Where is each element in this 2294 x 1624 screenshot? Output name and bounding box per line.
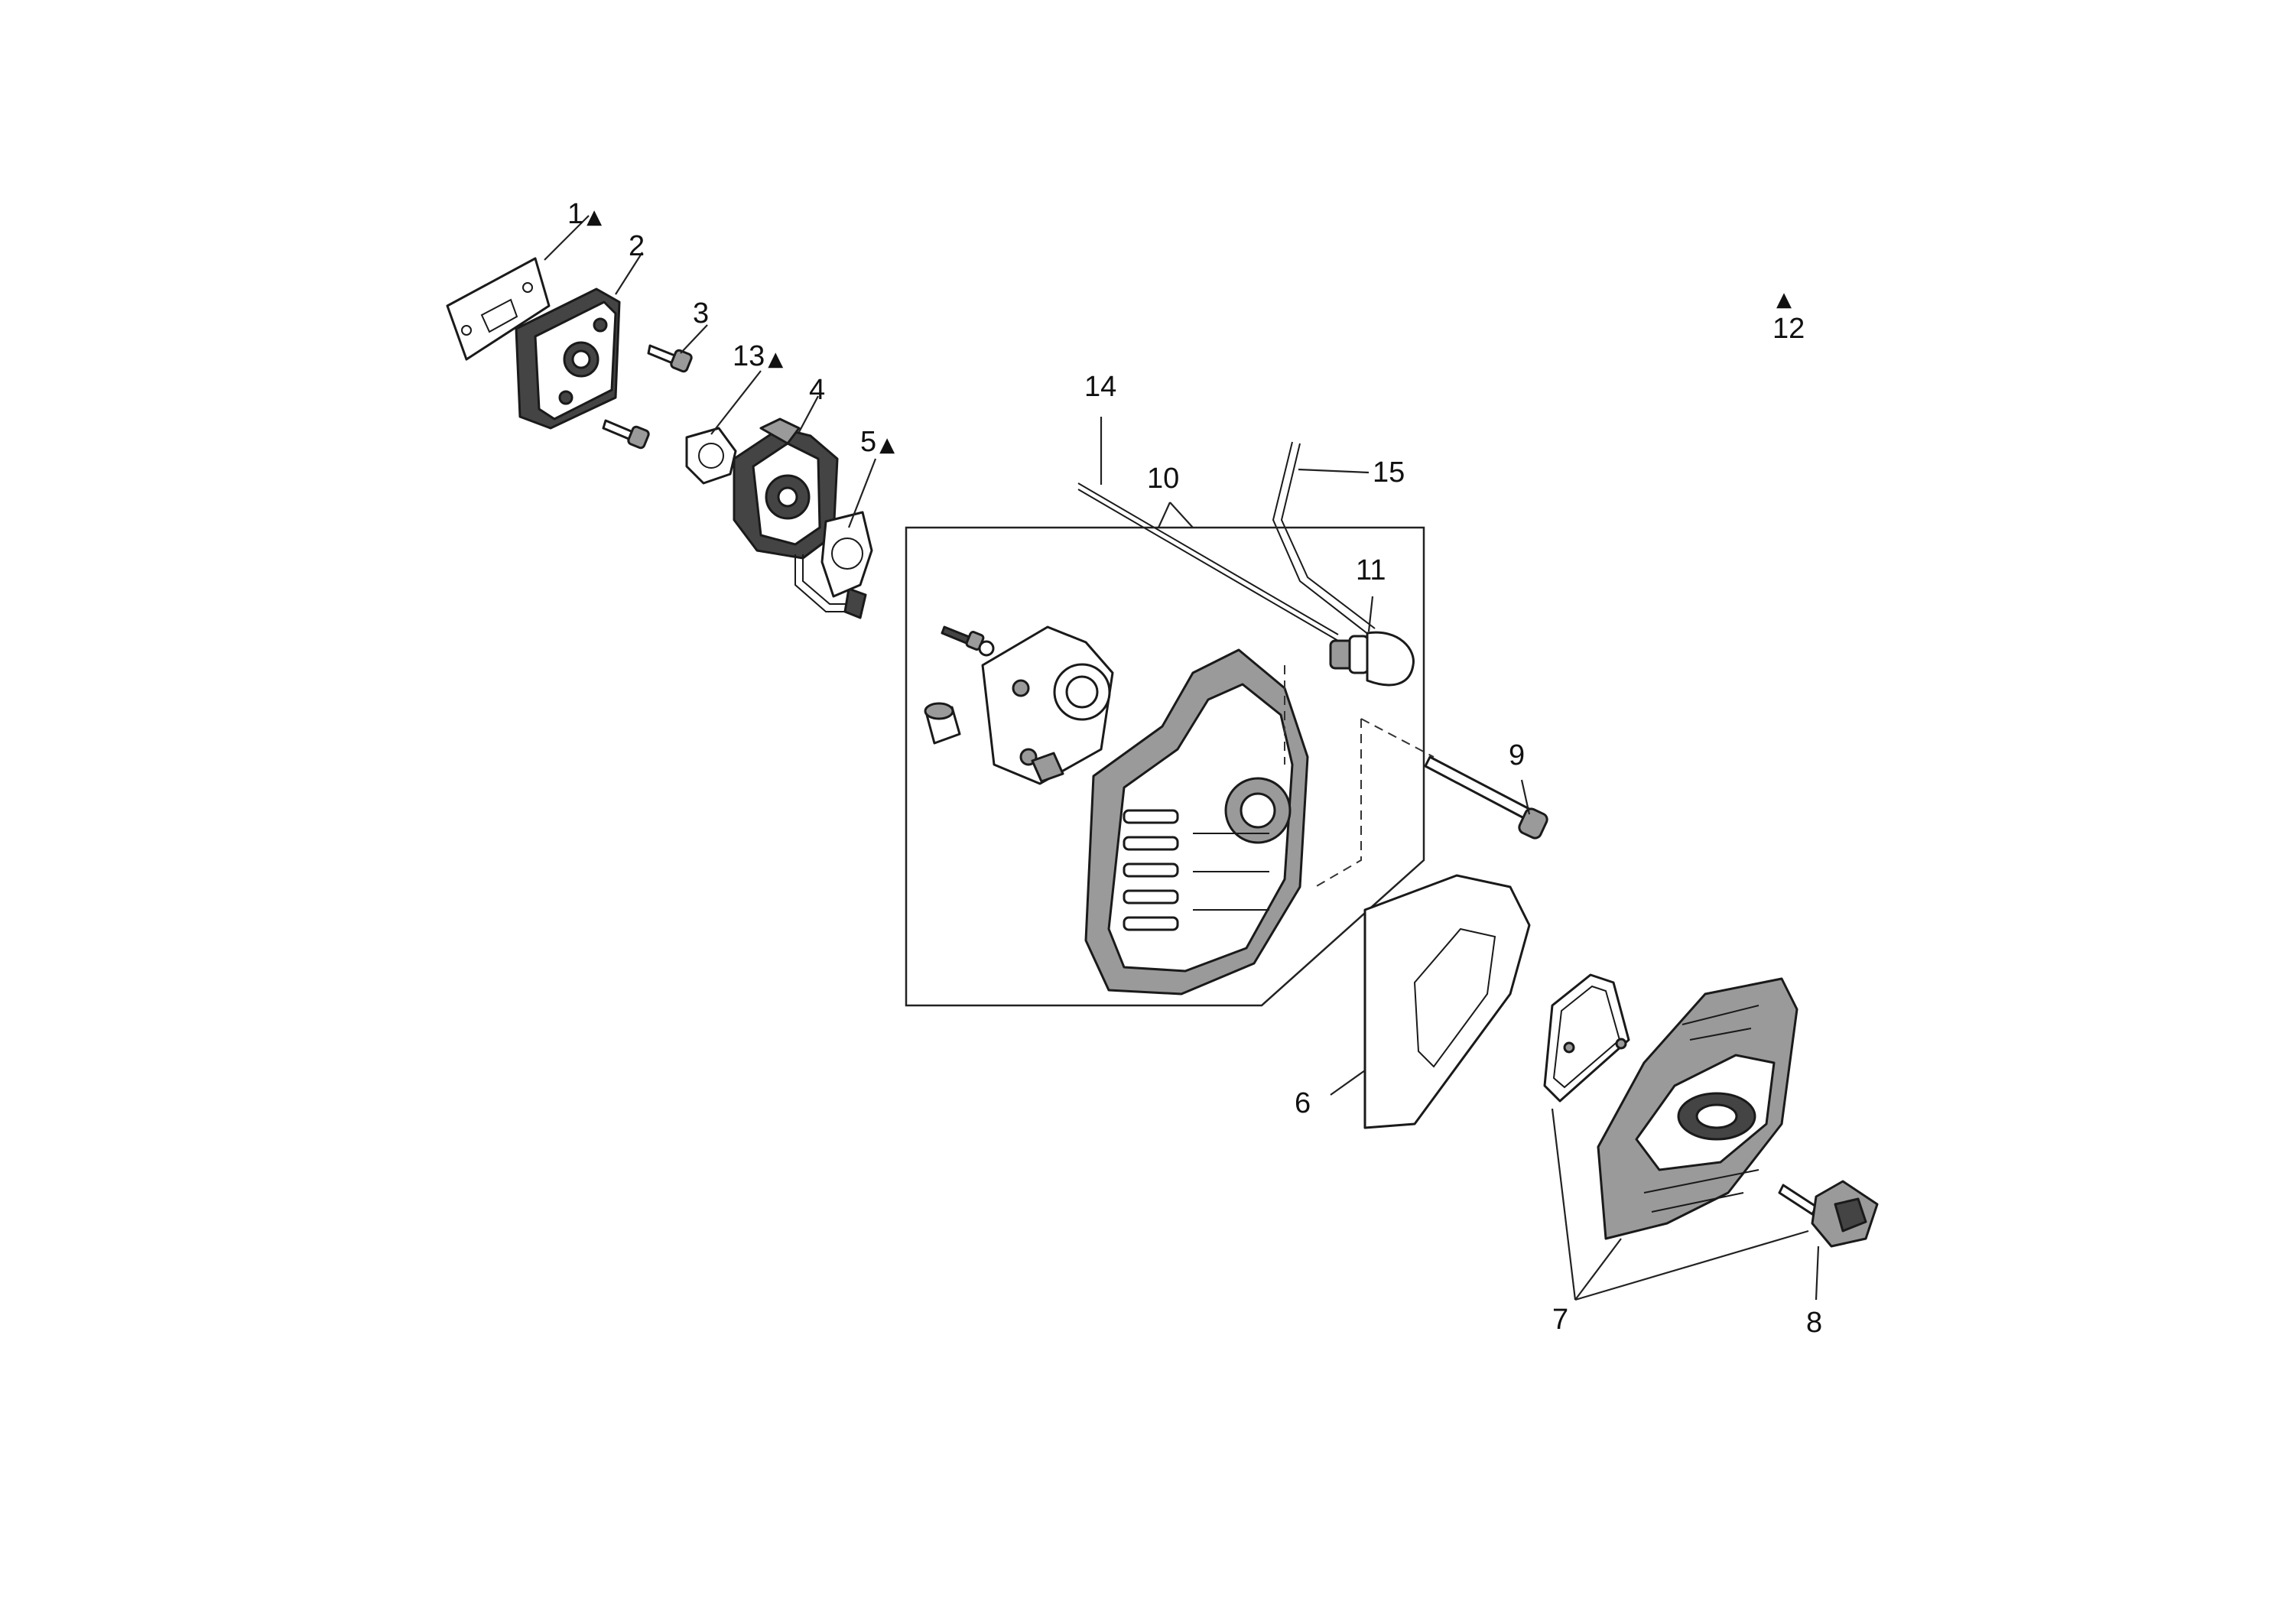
callout-2: 2 — [629, 230, 645, 262]
part-2-insulator — [515, 287, 621, 430]
callout-14: 14 — [1084, 371, 1116, 403]
part-3-bolts — [602, 344, 693, 450]
callout-3: 3 — [693, 297, 709, 330]
part-14-line — [1077, 482, 1339, 641]
part-13-gasket — [685, 427, 737, 485]
callout-8: 8 — [1806, 1307, 1822, 1339]
part-10-kit-frame — [905, 526, 1425, 1007]
callout-9: 9 — [1509, 739, 1525, 771]
part-4-carburetor — [733, 417, 867, 619]
callout-5: 5▲ — [860, 426, 895, 458]
part-11-primer-bulb — [1329, 631, 1415, 687]
callout-15: 15 — [1373, 456, 1405, 489]
leader-lines — [544, 215, 1820, 1301]
part-15-tube — [1272, 441, 1376, 635]
part-6-plate — [1363, 874, 1531, 1129]
part-7-cover — [1543, 973, 1798, 1240]
part-1-gasket — [446, 257, 551, 361]
callout-4: 4 — [809, 374, 825, 406]
callout-12: 12 — [1772, 313, 1805, 345]
callout-7: 7 — [1552, 1304, 1568, 1336]
callout-12-marker: ▲ — [1776, 288, 1792, 311]
part-9-bolt — [1360, 718, 1548, 840]
callout-1: 1▲ — [567, 198, 602, 230]
callout-labels: 1▲ 2 3 13▲ 4 5▲ 14 10 15 11 9 6 7 8 ▲ 12 — [567, 198, 1822, 1339]
part-8-knob — [1778, 1180, 1879, 1248]
part-10-assembly — [924, 625, 1362, 996]
callout-10: 10 — [1147, 463, 1179, 495]
callout-11: 11 — [1356, 554, 1386, 586]
callout-6: 6 — [1295, 1087, 1311, 1119]
callout-13: 13▲ — [733, 340, 783, 372]
part-5-gasket — [820, 511, 873, 598]
